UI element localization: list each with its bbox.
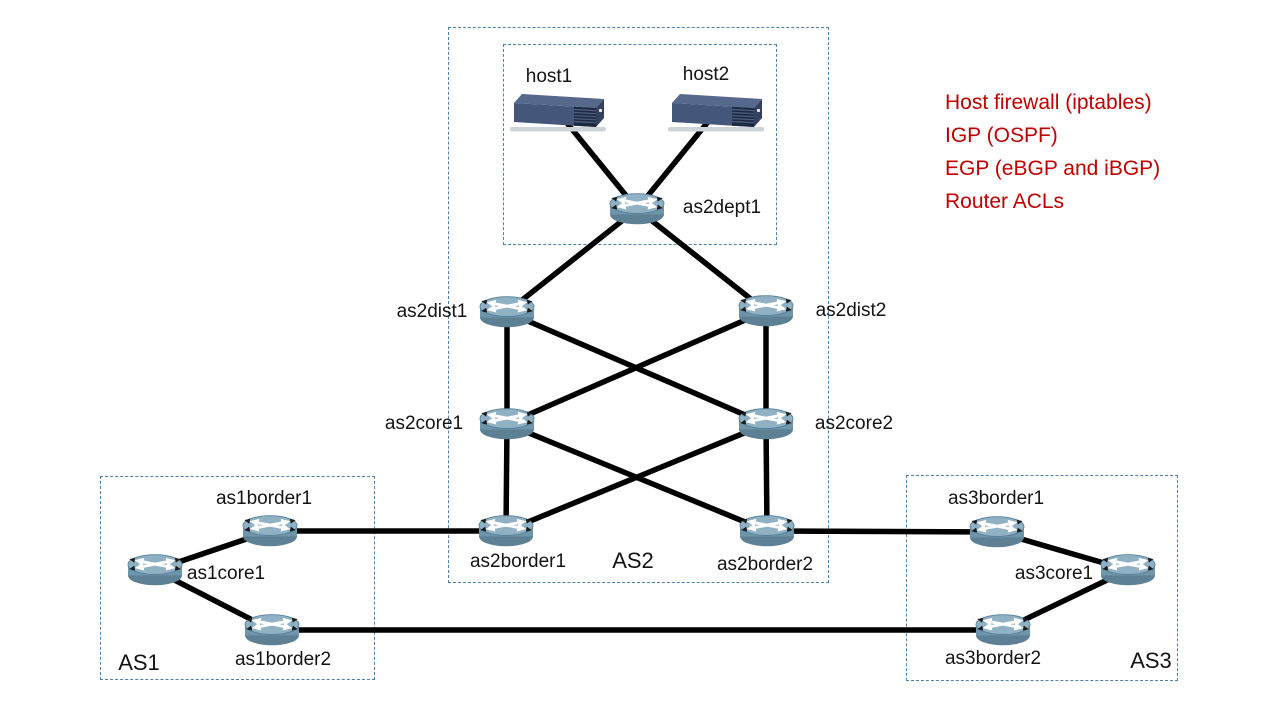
- node-label-as3border2: as3border2: [944, 648, 1042, 669]
- node-label-as3border1: as3border1: [947, 488, 1045, 509]
- node-label-as2dist2: as2dist2: [815, 300, 887, 321]
- link-as2dist2-as2core1: [505, 308, 768, 427]
- link-as2dept1-as2dist1: [505, 206, 639, 315]
- router-as1border1[interactable]: [241, 513, 299, 549]
- router-as3core1[interactable]: [1099, 552, 1157, 588]
- router-as2dept1[interactable]: [608, 191, 666, 227]
- link-as2core2-as2border1: [504, 421, 768, 534]
- router-as1border2[interactable]: [243, 612, 301, 648]
- as3-label: AS3: [1130, 648, 1172, 673]
- node-label-as1core1: as1core1: [186, 563, 266, 584]
- as2-label: AS2: [612, 548, 654, 573]
- link-as2dept1-as2dist2: [635, 206, 768, 314]
- router-icon: [975, 614, 1031, 646]
- link-as2core1-as2border1: [503, 423, 510, 532]
- router-icon: [479, 296, 535, 328]
- router-as2core1[interactable]: [478, 406, 536, 442]
- node-label-as2core1: as2core1: [384, 413, 464, 434]
- annotation-igp: IGP (OSPF): [945, 124, 1058, 147]
- router-as3border2[interactable]: [974, 612, 1032, 648]
- router-icon: [244, 614, 300, 646]
- server-host1[interactable]: [508, 89, 608, 135]
- node-label-host1: host1: [525, 66, 573, 87]
- router-icon: [738, 295, 794, 327]
- node-label-as2core2: as2core2: [814, 413, 894, 434]
- as2-boundary: [448, 27, 829, 583]
- node-label-as1border1: as1border1: [215, 488, 313, 509]
- router-icon: [479, 408, 535, 440]
- server-icon: [668, 94, 764, 132]
- router-icon: [242, 515, 298, 547]
- node-label-as1border2: as1border2: [234, 649, 332, 670]
- as2-dept-boundary: [503, 44, 777, 245]
- server-icon: [510, 94, 606, 132]
- router-as2border1[interactable]: [477, 513, 535, 549]
- router-icon: [478, 515, 534, 547]
- router-as2dist2[interactable]: [737, 293, 795, 329]
- node-label-as3core1: as3core1: [1014, 563, 1094, 584]
- annotation-host-firewall: Host firewall (iptables): [945, 91, 1152, 114]
- link-as2border2-as3border1: [766, 528, 998, 535]
- annotation-router-acls: Router ACLs: [945, 190, 1065, 213]
- link-as2core2-as2border2: [763, 423, 770, 532]
- router-icon: [127, 554, 183, 586]
- as1-label: AS1: [118, 650, 160, 675]
- router-as1core1[interactable]: [126, 552, 184, 588]
- annotation-egp: EGP (eBGP and iBGP): [945, 157, 1161, 180]
- router-icon: [1100, 554, 1156, 586]
- router-icon: [609, 193, 665, 225]
- node-label-host2: host2: [682, 64, 730, 85]
- as3-boundary: [906, 475, 1178, 681]
- server-host2[interactable]: [666, 89, 766, 135]
- router-icon: [738, 408, 794, 440]
- node-label-as2dist1: as2dist1: [396, 301, 468, 322]
- router-icon: [969, 516, 1025, 548]
- router-as2dist1[interactable]: [478, 294, 536, 330]
- router-icon: [739, 515, 795, 547]
- node-label-as2dept1: as2dept1: [682, 197, 762, 218]
- as1-boundary: [100, 476, 375, 680]
- router-as2border2[interactable]: [738, 513, 796, 549]
- router-as3border1[interactable]: [968, 514, 1026, 550]
- node-label-as2border1: as2border1: [469, 551, 567, 572]
- router-as2core2[interactable]: [737, 406, 795, 442]
- node-label-as2border2: as2border2: [716, 554, 814, 575]
- annotation-list: Host firewall (iptables) IGP (OSPF) EGP …: [945, 86, 1160, 218]
